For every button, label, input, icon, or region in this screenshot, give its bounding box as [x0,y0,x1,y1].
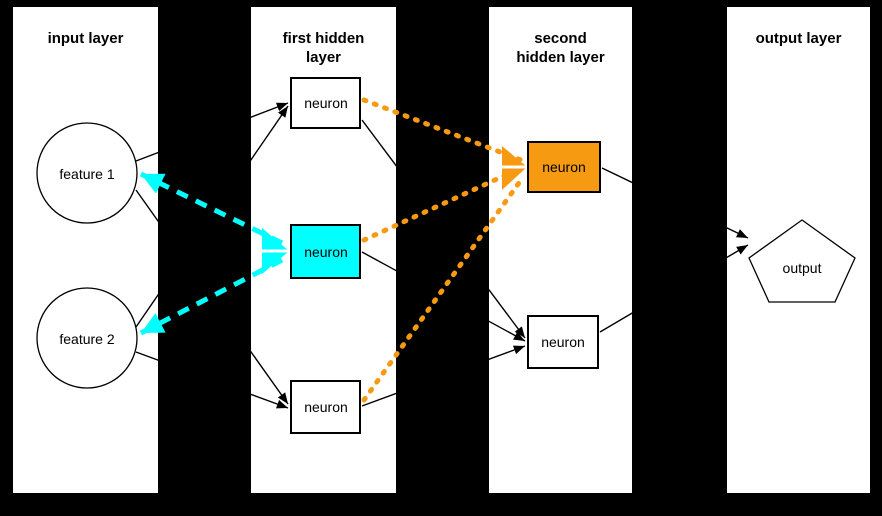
panel-title-output-layer: output layer [755,30,842,47]
panel-title-input-layer: input layer [47,30,124,47]
panel-output-layer: output layer [727,7,870,493]
panel-input-layer: input layer [13,7,158,493]
